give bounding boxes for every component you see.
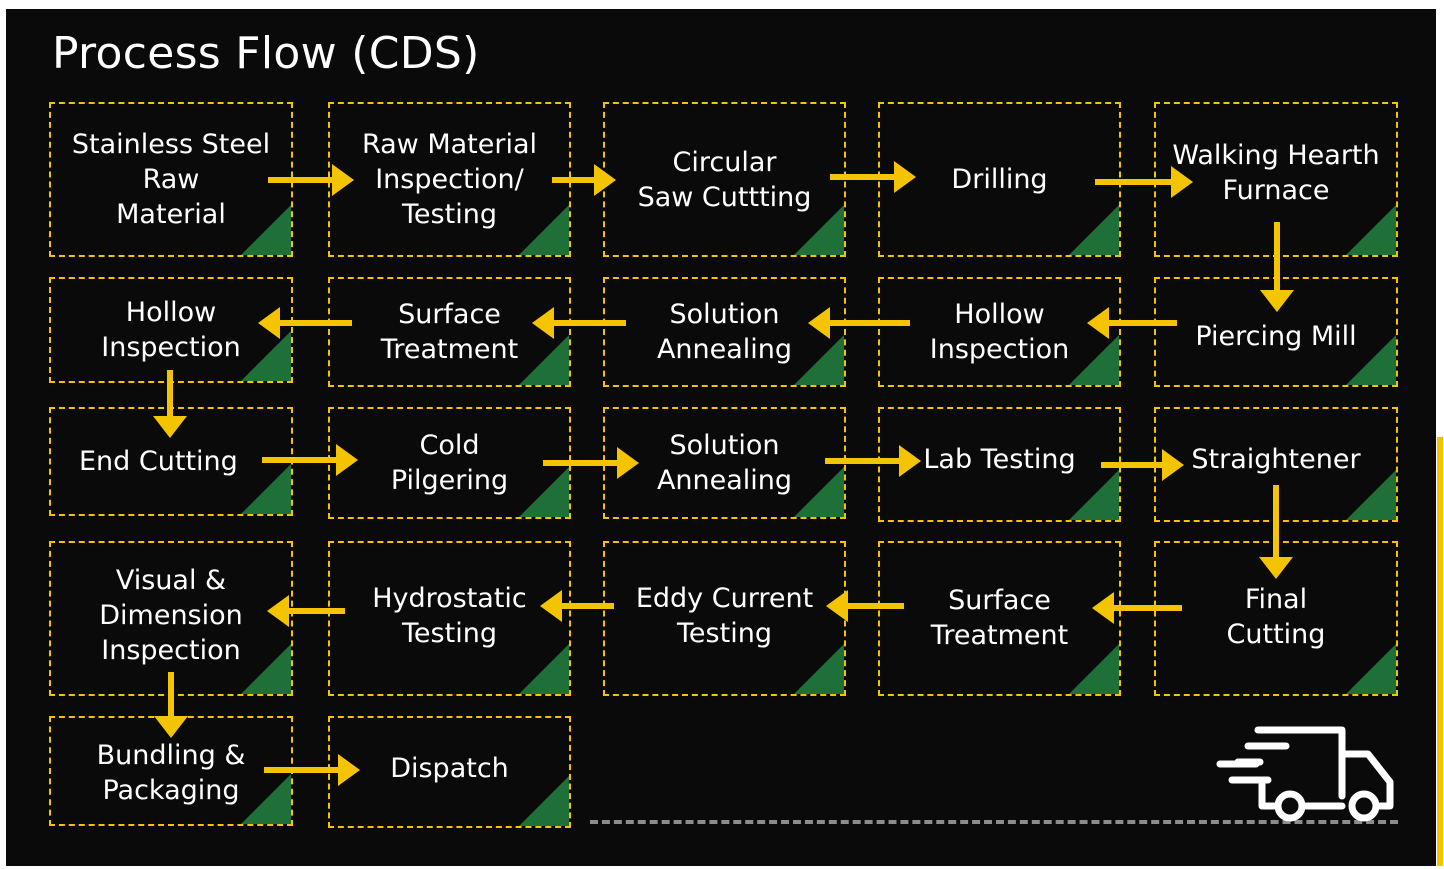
step-label: Solution Annealing [656, 430, 793, 496]
step-box: End Cutting [49, 407, 293, 516]
step-box: Cold Pilgering [328, 407, 571, 519]
step-box: Dispatch [328, 716, 571, 828]
step-box: Hollow Inspection [49, 277, 293, 383]
step-box: Raw Material Inspection/ Testing [328, 102, 571, 257]
step-box: Circular Saw Cuttting [603, 102, 846, 257]
step-box: Drilling [878, 102, 1121, 257]
step-box: Hydrostatic Testing [328, 541, 571, 696]
step-label: Hollow Inspection [929, 299, 1070, 365]
step-box: Surface Treatment [328, 277, 571, 387]
step-box: Surface Treatment [878, 541, 1121, 696]
step-label: Surface Treatment [380, 299, 519, 365]
step-label: Hollow Inspection [101, 297, 241, 363]
step-box: Hollow Inspection [878, 277, 1121, 387]
step-label: Walking Hearth Furnace [1172, 140, 1380, 206]
step-box: Lab Testing [878, 407, 1121, 522]
step-label: Cold Pilgering [390, 430, 509, 496]
step-box: Piercing Mill [1154, 277, 1398, 387]
step-box: Eddy Current Testing [603, 541, 846, 696]
step-label: Visual & Dimension Inspection [99, 565, 243, 666]
step-label: Circular Saw Cuttting [637, 146, 812, 213]
step-label: Dispatch [390, 752, 509, 784]
step-box: Walking Hearth Furnace [1154, 102, 1398, 257]
step-box: Stainless Steel Raw Material [49, 102, 293, 257]
step-label: Drilling [951, 164, 1048, 195]
delivery-truck-icon [1216, 726, 1394, 822]
step-label: Raw Material Inspection/ Testing [361, 129, 538, 230]
step-label: End Cutting [79, 446, 238, 477]
accent-bar [1437, 437, 1443, 866]
page-title: Process Flow (CDS) [52, 28, 480, 79]
step-label: Solution Annealing [656, 299, 793, 365]
road-line [590, 820, 1398, 824]
step-box: Visual & Dimension Inspection [49, 541, 293, 696]
step-box: Solution Annealing [603, 407, 846, 519]
diagram-canvas [6, 9, 1436, 866]
step-label: Lab Testing [923, 444, 1076, 475]
step-label: Final Cutting [1226, 583, 1326, 650]
step-box: Bundling & Packaging [49, 716, 293, 826]
step-label: Surface Treatment [930, 585, 1069, 651]
step-label: Stainless Steel Raw Material [71, 129, 271, 230]
step-label: Bundling & Packaging [96, 740, 246, 806]
step-label: Piercing Mill [1195, 320, 1357, 352]
step-label: Hydrostatic Testing [372, 583, 527, 649]
step-box: Solution Annealing [603, 277, 846, 387]
step-label: Straightener [1191, 444, 1361, 475]
step-box: Straightener [1154, 407, 1398, 522]
step-label: Eddy Current Testing [635, 583, 814, 649]
step-box: Final Cutting [1154, 541, 1398, 696]
